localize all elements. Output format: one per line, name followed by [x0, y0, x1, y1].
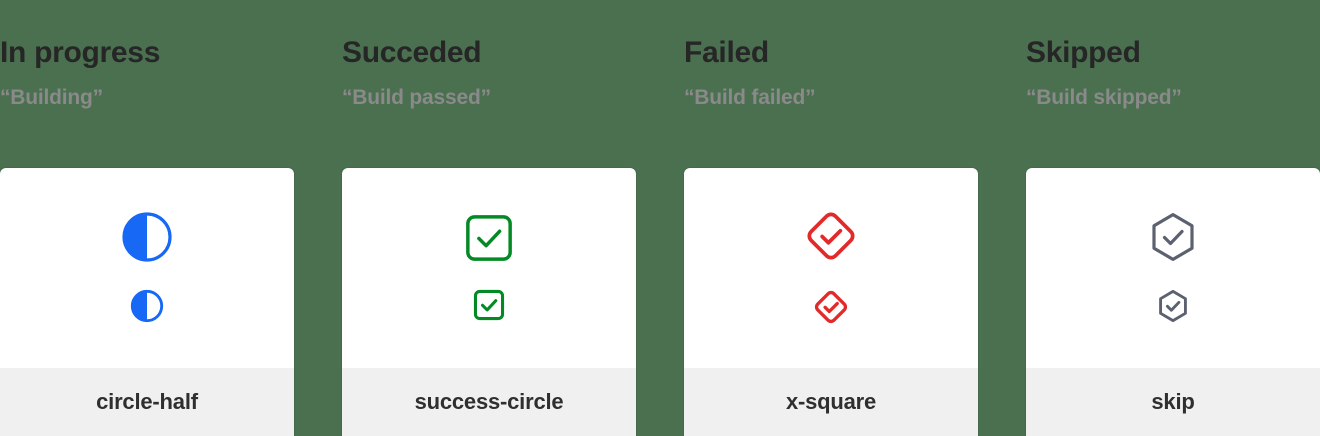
heading-block-failed: Failed “Build failed” [684, 0, 978, 168]
icon-name-label-circle-half: circle-half [96, 389, 198, 414]
circle-half-icon [121, 211, 173, 263]
icon-name-label-x-square: x-square [785, 389, 877, 414]
x-square-icon-small [813, 289, 849, 325]
status-title-in-progress: In progress [0, 36, 161, 69]
icon-card-x-square[interactable]: x-square [684, 168, 978, 436]
heading-block-skipped: Skipped “Build skipped” [1026, 0, 1320, 168]
icon-card-success-circle[interactable]: success-circle [342, 168, 636, 436]
status-subtitle-skipped: “Build skipped” [1026, 86, 1182, 109]
heading-block-succeded: Succeded “Build passed” [342, 0, 636, 168]
icon-name-label-success-circle: success-circle [414, 389, 564, 414]
circle-half-icon-small [130, 289, 164, 323]
icon-card-body-x-square [684, 168, 978, 368]
status-column-skipped: Skipped “Build skipped” [1026, 0, 1320, 436]
status-column-failed: Failed “Build failed” [684, 0, 978, 436]
status-title-failed: Failed [684, 36, 769, 69]
icon-card-body-skip [1026, 168, 1320, 368]
skip-icon-small [1156, 289, 1190, 323]
heading-block-in-progress: In progress “Building” [0, 0, 294, 168]
icon-card-body-success-circle [342, 168, 636, 368]
x-square-icon [804, 209, 858, 263]
icon-card-circle-half[interactable]: circle-half [0, 168, 294, 436]
icon-card-body-circle-half [0, 168, 294, 368]
status-subtitle-failed: “Build failed” [684, 86, 816, 109]
status-title-succeded: Succeded [342, 36, 482, 69]
icon-card-footer-skip: skip [1026, 368, 1320, 436]
icon-card-footer-success-circle: success-circle [342, 368, 636, 436]
success-circle-icon-small [473, 289, 505, 321]
status-subtitle-in-progress: “Building” [0, 86, 103, 109]
status-column-in-progress: In progress “Building” [0, 0, 294, 436]
success-circle-icon [464, 213, 514, 263]
status-title-skipped: Skipped [1026, 36, 1141, 69]
skip-icon [1147, 211, 1199, 263]
icon-card-footer-x-square: x-square [684, 368, 978, 436]
icon-name-label-skip: skip [1151, 389, 1195, 414]
icon-card-skip[interactable]: skip [1026, 168, 1320, 436]
icon-card-footer-circle-half: circle-half [0, 368, 294, 436]
status-subtitle-succeded: “Build passed” [342, 86, 491, 109]
status-column-succeded: Succeded “Build passed” [342, 0, 636, 436]
